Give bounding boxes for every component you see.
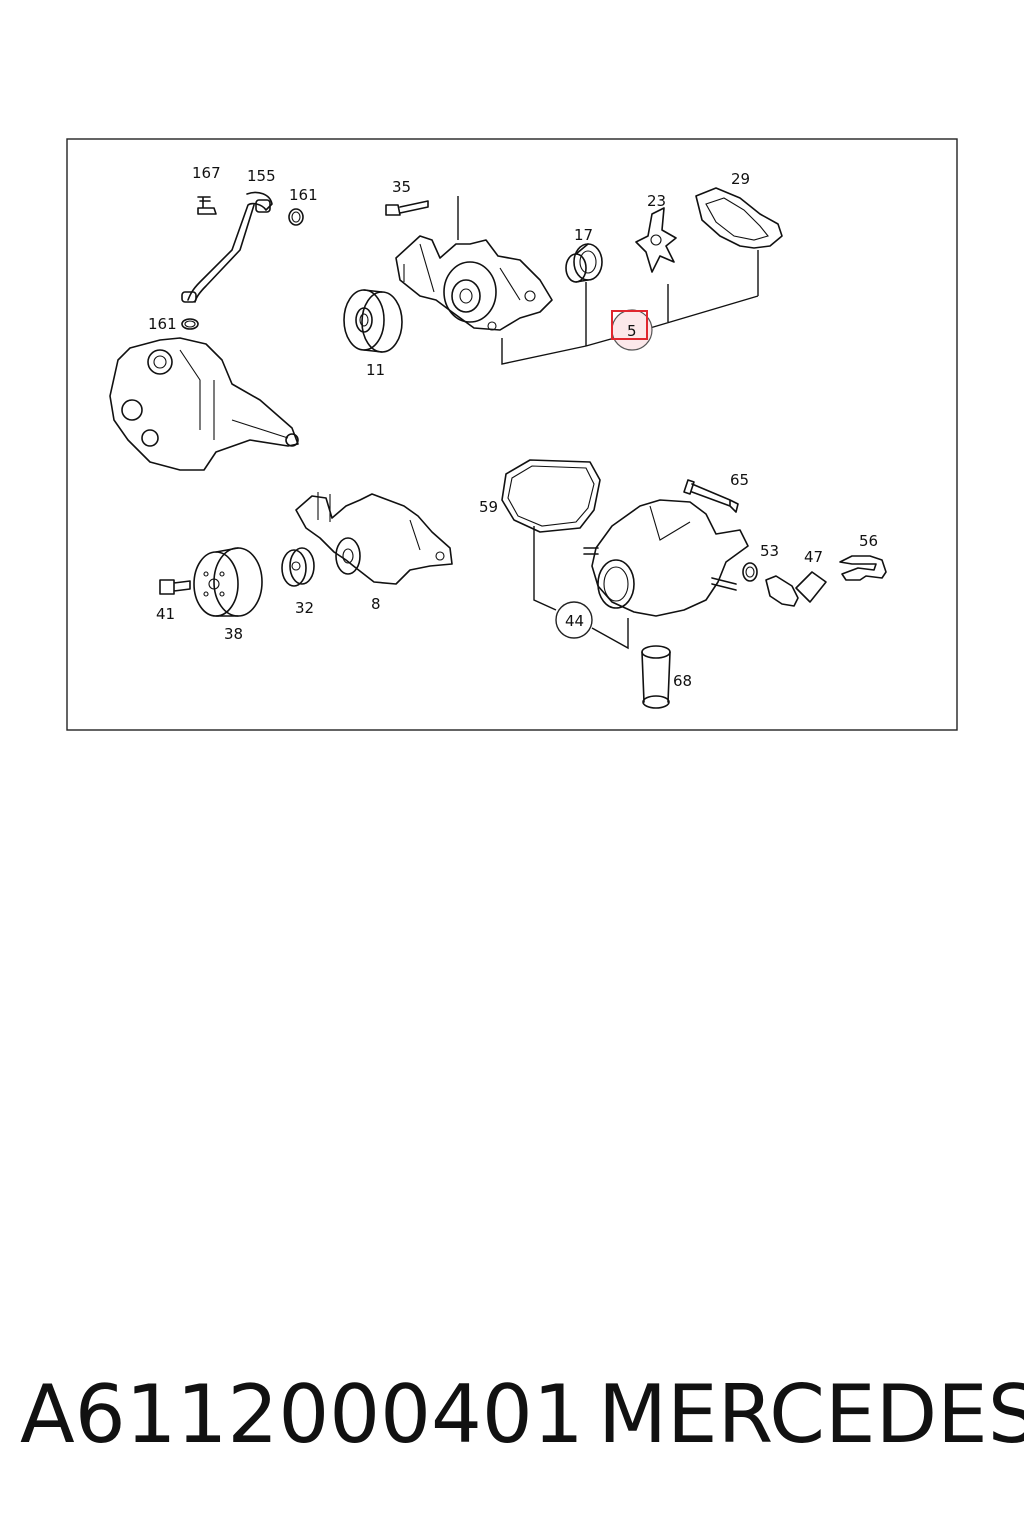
label-47: 47 <box>804 548 823 566</box>
part-32-flange-icon <box>281 547 315 587</box>
engine-housing-icon <box>109 337 299 471</box>
part-59-gasket-icon <box>501 459 601 533</box>
label-11: 11 <box>366 361 385 379</box>
label-29: 29 <box>731 170 750 188</box>
label-155: 155 <box>247 167 276 185</box>
part-23-impeller-icon <box>635 207 677 273</box>
caption: A6112000401 MERCEDES <box>0 1368 1024 1478</box>
label-161-top: 161 <box>289 186 318 204</box>
label-56: 56 <box>859 532 878 550</box>
label-167: 167 <box>192 164 221 182</box>
label-8: 8 <box>371 595 381 613</box>
label-161-lower: 161 <box>148 315 177 333</box>
diagram-border <box>66 138 958 731</box>
label-68: 68 <box>673 672 692 690</box>
callout-5-highlight <box>611 309 653 351</box>
thermostat-housing-icon <box>583 499 749 617</box>
label-65: 65 <box>730 471 749 489</box>
label-38: 38 <box>224 625 243 643</box>
part-11-pulley-icon <box>343 289 403 353</box>
part-17-thermostat-icon <box>565 243 603 283</box>
callout-44 <box>555 601 593 639</box>
label-59: 59 <box>479 498 498 516</box>
part-65-bolt-icon <box>683 479 739 513</box>
part-56-clip-icon <box>839 555 887 581</box>
label-23: 23 <box>647 192 666 210</box>
part-35-bolt-icon <box>385 200 429 216</box>
leader-lines-5 <box>457 196 759 365</box>
part-47-sensor-icon <box>765 571 827 607</box>
parts-diagram: 167 155 161 161 35 17 23 29 11 5 59 65 5… <box>66 138 958 731</box>
part-38-pulley-icon <box>193 547 263 617</box>
part-161-seal-lower-icon <box>181 318 199 330</box>
part-41-bolt-icon <box>159 579 191 595</box>
water-pump-housing-icon <box>395 235 553 331</box>
part-161-seal-icon <box>288 208 304 226</box>
part-number: A6112000401 <box>20 1368 584 1461</box>
label-5: 5 <box>627 322 637 340</box>
label-44: 44 <box>565 612 584 630</box>
label-41: 41 <box>156 605 175 623</box>
highlight-box <box>611 310 648 340</box>
part-155-pipe-icon <box>181 191 273 303</box>
label-53: 53 <box>760 542 779 560</box>
part-167-bolt-icon <box>197 196 217 215</box>
label-35: 35 <box>392 178 411 196</box>
part-68-pipe-icon <box>641 645 671 709</box>
part-8-water-pump-icon <box>295 492 453 585</box>
label-17: 17 <box>574 226 593 244</box>
brand-name: MERCEDES <box>598 1368 1024 1461</box>
label-32: 32 <box>295 599 314 617</box>
part-53-seal-icon <box>742 562 758 582</box>
part-29-gasket-icon <box>695 187 783 249</box>
leader-lines-44 <box>533 526 629 650</box>
